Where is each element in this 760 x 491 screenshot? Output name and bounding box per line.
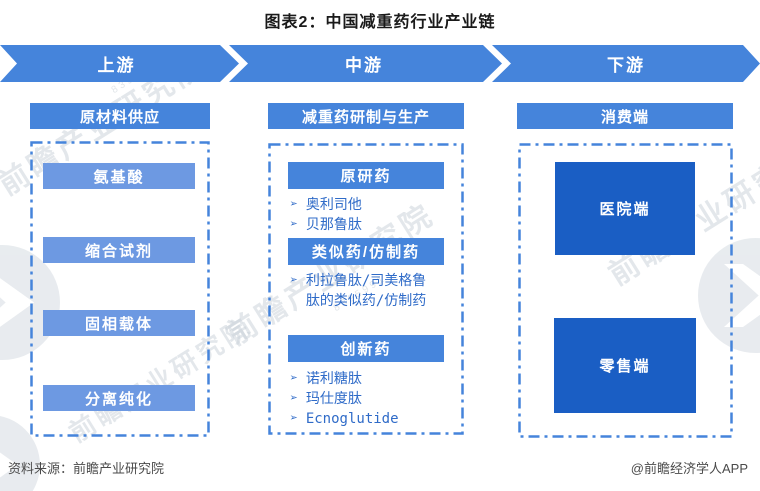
bullet-item: ➢ 诺利糖肽 <box>290 369 452 389</box>
channel-retail: 零售端 <box>554 318 696 413</box>
bullet-item: ➢ 贝那鲁肽 <box>290 215 452 235</box>
bullet-label: Ecnoglutide <box>305 411 399 427</box>
industry-chain-banner: 上游 中游 下游 <box>0 45 760 82</box>
bullet-label: 利拉鲁肽/司美格鲁肽的类似药/仿制药 <box>305 273 427 309</box>
group-bullet-list: ➢ 奥利司他 ➢ 贝那鲁肽 <box>290 195 452 235</box>
group-title-innovative-drugs: 创新药 <box>288 335 444 362</box>
dashed-border <box>268 143 464 435</box>
midstream-header: 减重药研制与生产 <box>268 103 464 129</box>
arrow-bullet-icon: ➢ <box>290 273 298 288</box>
downstream-header: 消费端 <box>517 103 733 129</box>
credit-note: @前瞻经济学人APP <box>630 461 748 476</box>
group-bullet-list: ➢ 利拉鲁肽/司美格鲁肽的类似药/仿制药 <box>290 271 452 311</box>
banner-arrow-band <box>0 45 760 82</box>
group-title-biosimilars-generics: 类似药/仿制药 <box>288 238 444 265</box>
downstream-panel: 医院端 零售端 <box>518 143 733 438</box>
arrow-bullet-icon: ➢ <box>290 197 298 212</box>
bullet-label: 贝那鲁肽 <box>305 217 362 233</box>
midstream-panel: 原研药 ➢ 奥利司他 ➢ 贝那鲁肽 类似药/仿制药 ➢ 利拉鲁肽/司美格鲁肽的类… <box>268 143 464 435</box>
stage-label-upstream: 上游 <box>97 56 136 75</box>
bullet-item: ➢ 利拉鲁肽/司美格鲁肽的类似药/仿制药 <box>290 271 452 311</box>
arrow-bullet-icon: ➢ <box>290 371 298 386</box>
group-bullet-list: ➢ 诺利糖肽 ➢ 玛仕度肽 ➢ Ecnoglutide <box>290 369 452 429</box>
group-title-original-drugs: 原研药 <box>288 162 444 189</box>
bullet-item: ➢ Ecnoglutide <box>290 409 452 429</box>
bullet-label: 玛仕度肽 <box>305 391 362 407</box>
channel-hospital: 医院端 <box>555 162 695 255</box>
upstream-item: 分离纯化 <box>43 385 195 411</box>
dashed-border <box>518 143 733 438</box>
watermark-chevron-icon <box>0 270 35 335</box>
stage-label-midstream: 中游 <box>345 56 383 75</box>
upstream-item: 氨基酸 <box>43 163 195 189</box>
arrow-bullet-icon: ➢ <box>290 411 298 426</box>
upstream-header: 原材料供应 <box>30 103 210 129</box>
bullet-label: 奥利司他 <box>305 197 362 213</box>
page-title: 图表2：中国减重药行业产业链 <box>264 14 496 31</box>
bullet-label: 诺利糖肽 <box>305 371 362 387</box>
dashed-border <box>30 141 210 437</box>
upstream-item: 固相载体 <box>43 310 195 336</box>
source-note: 资料来源：前瞻产业研究院 <box>8 461 165 476</box>
arrow-bullet-icon: ➢ <box>290 217 298 232</box>
upstream-item: 缩合试剂 <box>43 237 195 263</box>
bullet-item: ➢ 奥利司他 <box>290 195 452 215</box>
arrow-bullet-icon: ➢ <box>290 391 298 406</box>
upstream-panel: 氨基酸 缩合试剂 固相载体 分离纯化 <box>30 141 210 437</box>
bullet-item: ➢ 玛仕度肽 <box>290 389 452 409</box>
stage-label-downstream: 下游 <box>607 56 645 75</box>
